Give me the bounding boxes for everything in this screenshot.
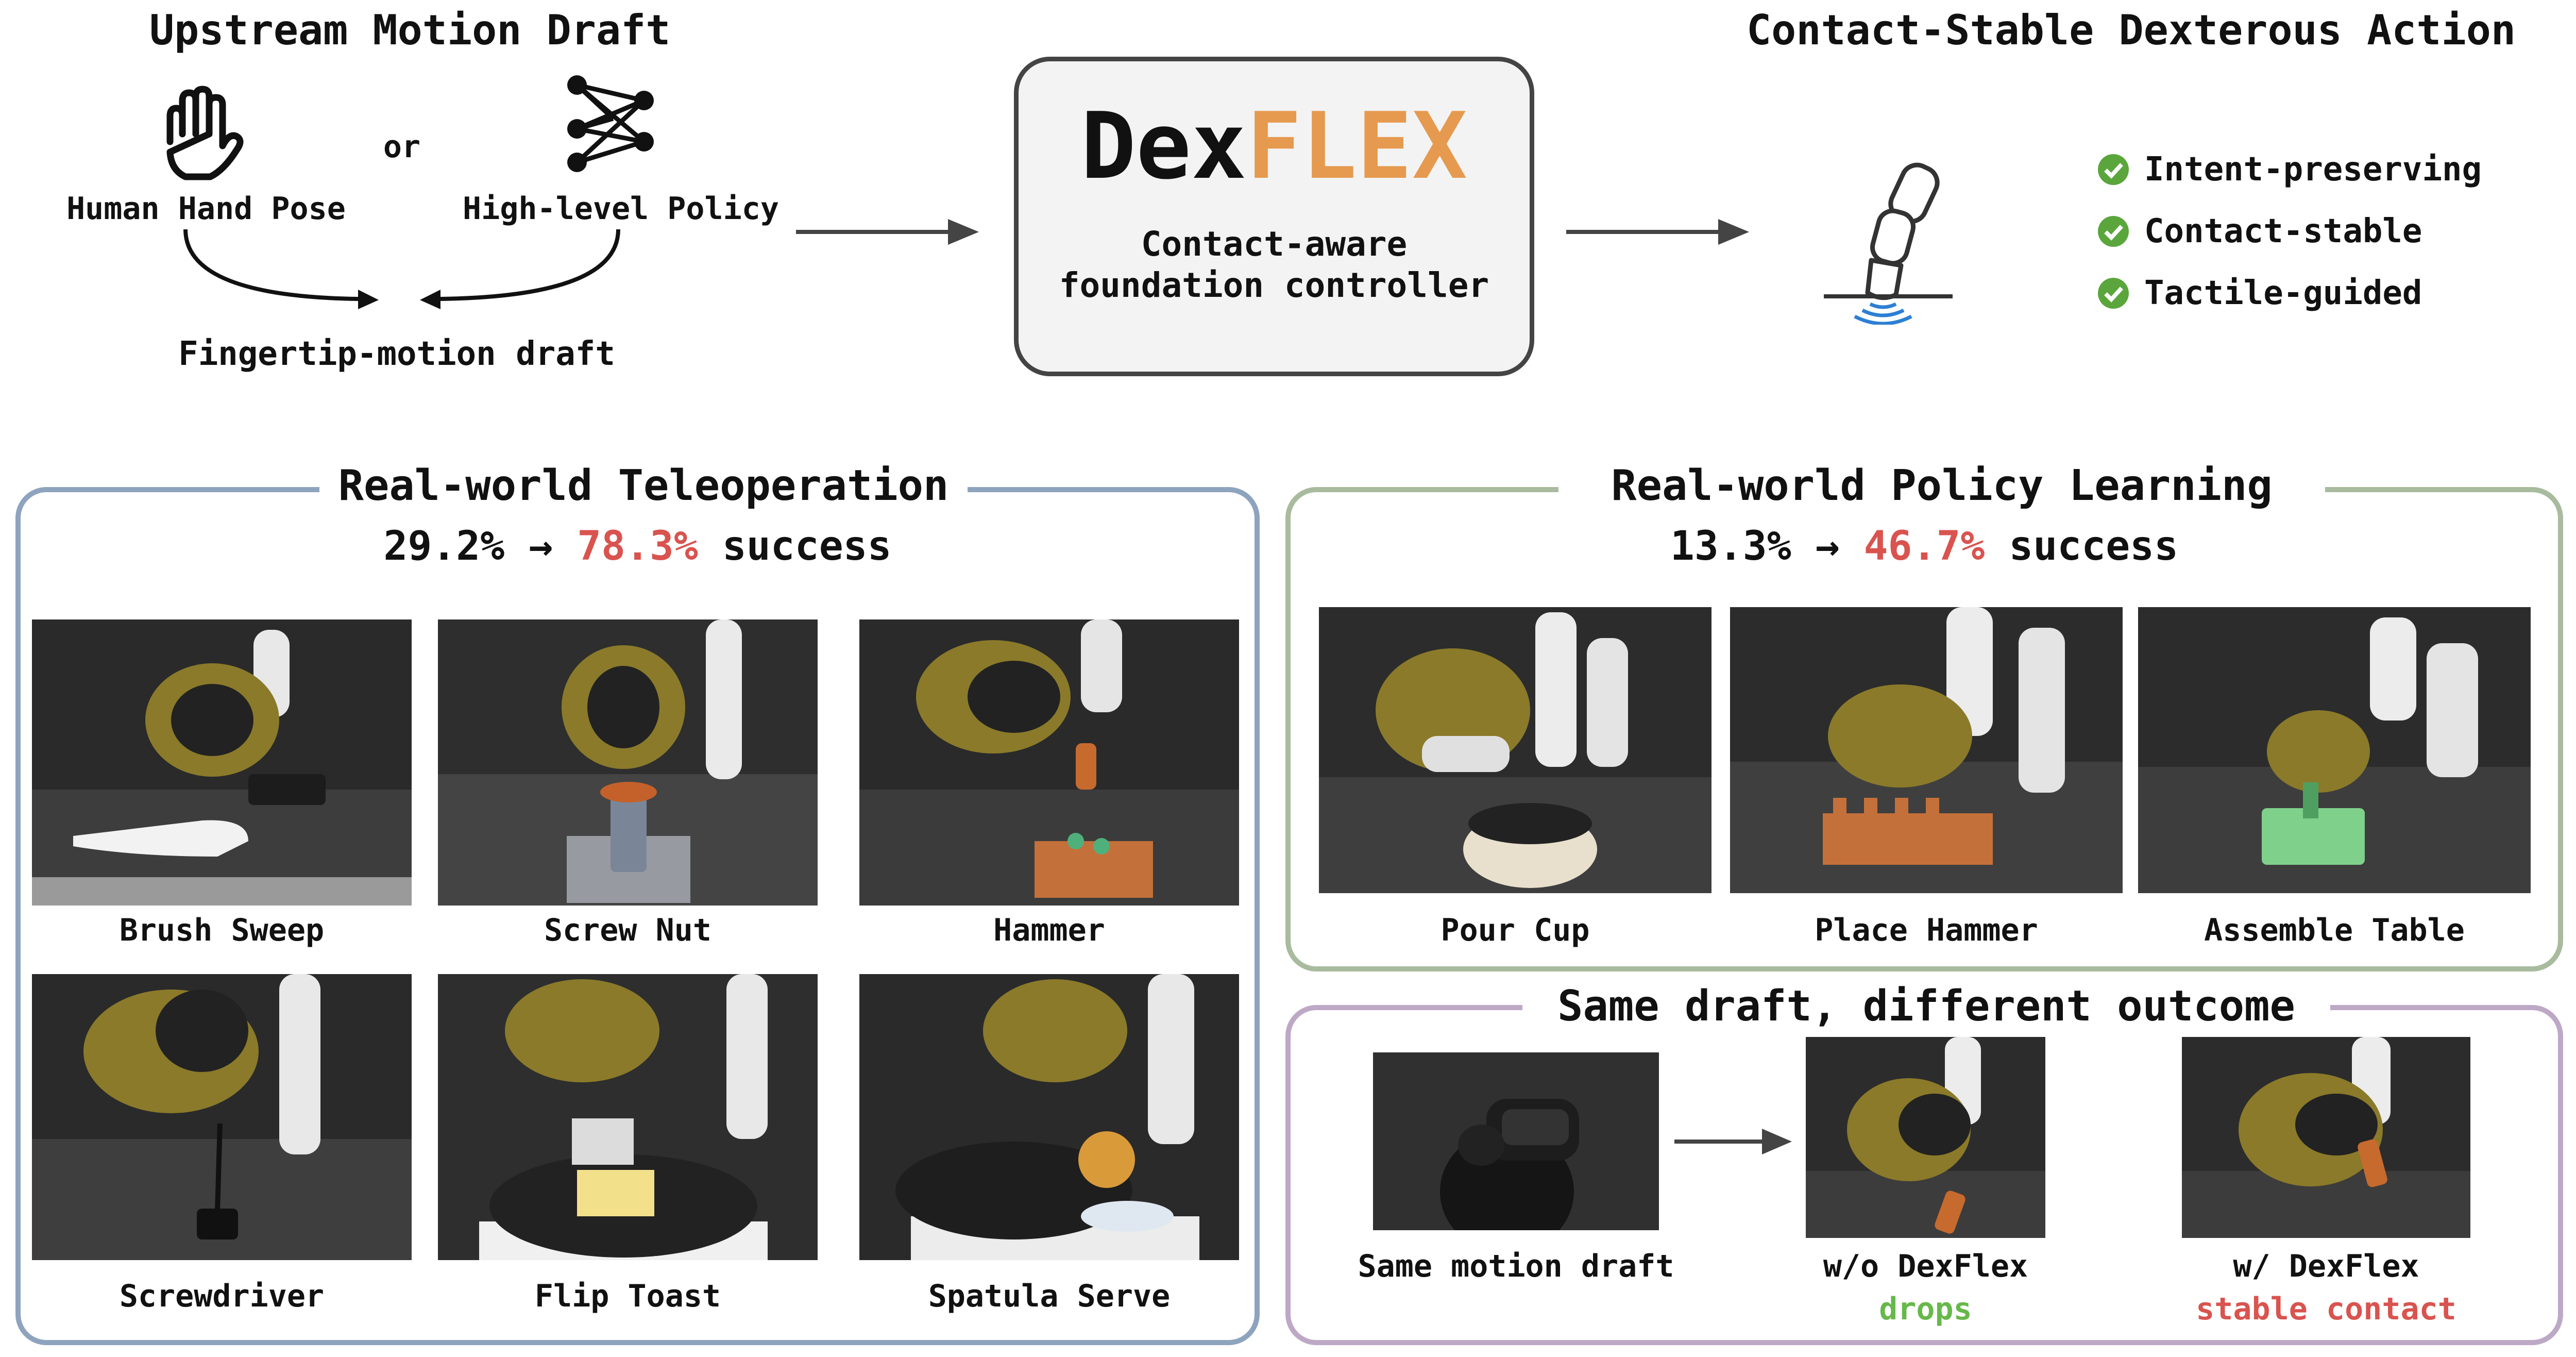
teleop-suffix: success bbox=[722, 523, 892, 569]
task-photo-screwdriver bbox=[32, 974, 412, 1260]
merge-arrows bbox=[183, 229, 620, 309]
policy-arrow: → bbox=[1815, 523, 1840, 569]
arrow-right-icon bbox=[1674, 1129, 1792, 1154]
task-photo-screw-nut bbox=[438, 619, 818, 906]
dexflex-controller-box bbox=[1014, 57, 1534, 376]
task-caption-hammer: Hammer bbox=[993, 912, 1105, 948]
task-photo-brush-sweep bbox=[32, 619, 412, 906]
check-item-tactile: Tactile-guided bbox=[2097, 274, 2422, 312]
teleop-before: 29.2% bbox=[383, 523, 505, 569]
or-label: or bbox=[383, 129, 421, 165]
task-caption-flip-toast: Flip Toast bbox=[534, 1278, 721, 1314]
task-caption-screw-nut: Screw Nut bbox=[544, 912, 712, 948]
check-label-contact: Contact-stable bbox=[2144, 212, 2422, 250]
with-dexflex-photo bbox=[2182, 1037, 2470, 1238]
without-dexflex-label: w/o DexFlex bbox=[1823, 1248, 2028, 1284]
check-label-tactile: Tactile-guided bbox=[2144, 274, 2422, 312]
teleop-arrow: → bbox=[529, 523, 553, 569]
policy-suffix: success bbox=[2009, 523, 2179, 569]
policy-title: Real-world Policy Learning bbox=[1558, 461, 2325, 510]
dexflex-logo: DexFLEX bbox=[1014, 93, 1534, 199]
controller-line2: foundation controller bbox=[1059, 265, 1489, 305]
task-caption-screwdriver: Screwdriver bbox=[119, 1278, 325, 1314]
task-photo-assemble-table bbox=[2138, 607, 2531, 893]
draft-photo-vr-headset bbox=[1373, 1052, 1659, 1230]
arrow-right-icon bbox=[796, 219, 979, 245]
without-dexflex-photo bbox=[1806, 1037, 2045, 1238]
without-dexflex-result: drops bbox=[1879, 1291, 1972, 1327]
policy-after: 46.7% bbox=[1863, 523, 1985, 569]
with-dexflex-label: w/ DexFlex bbox=[2233, 1248, 2419, 1284]
policy-before: 13.3% bbox=[1670, 523, 1791, 569]
dexflex-logo-dex: Dex bbox=[1080, 93, 1247, 199]
dexflex-logo-flex: FLEX bbox=[1246, 93, 1468, 199]
task-photo-spatula-serve bbox=[859, 974, 1239, 1260]
upstream-title: Upstream Motion Draft bbox=[149, 6, 671, 54]
arrow-right-icon bbox=[1566, 219, 1749, 245]
with-dexflex-result: stable contact bbox=[2196, 1291, 2456, 1327]
draft-caption: Same motion draft bbox=[1358, 1248, 1674, 1284]
check-item-contact: Contact-stable bbox=[2097, 212, 2422, 250]
task-caption-assemble-table: Assemble Table bbox=[2204, 912, 2465, 948]
task-photo-pour-cup bbox=[1319, 607, 1711, 893]
hand-icon bbox=[166, 86, 244, 180]
human-hand-label: Human Hand Pose bbox=[66, 191, 346, 227]
policy-stat: 13.3% → 46.7% success bbox=[1285, 523, 2563, 569]
task-caption-place-hammer: Place Hammer bbox=[1815, 912, 2038, 948]
task-caption-pour-cup: Pour Cup bbox=[1440, 912, 1590, 948]
task-photo-flip-toast bbox=[438, 974, 818, 1260]
fingertip-draft-label: Fingertip-motion draft bbox=[178, 335, 615, 373]
controller-line1: Contact-aware bbox=[1141, 224, 1408, 264]
task-caption-spatula-serve: Spatula Serve bbox=[928, 1278, 1171, 1314]
output-title: Contact-Stable Dexterous Action bbox=[1747, 6, 2516, 54]
high-level-label: High-level Policy bbox=[462, 191, 779, 227]
check-icon bbox=[2098, 154, 2129, 185]
teleop-after: 78.3% bbox=[577, 523, 698, 569]
compare-title: Same draft, different outcome bbox=[1522, 982, 2330, 1031]
teleop-stat: 29.2% → 78.3% success bbox=[15, 523, 1260, 569]
check-icon bbox=[2098, 216, 2129, 247]
task-photo-hammer bbox=[859, 619, 1239, 906]
robot-finger-icon bbox=[1824, 162, 1953, 325]
neural-network-icon bbox=[567, 75, 654, 172]
task-caption-brush-sweep: Brush Sweep bbox=[119, 912, 325, 948]
check-item-intent: Intent-preserving bbox=[2097, 150, 2482, 189]
check-label-intent: Intent-preserving bbox=[2144, 150, 2482, 189]
teleop-title: Real-world Teleoperation bbox=[319, 461, 968, 510]
check-icon bbox=[2098, 278, 2129, 309]
task-photo-place-hammer bbox=[1730, 607, 2123, 893]
